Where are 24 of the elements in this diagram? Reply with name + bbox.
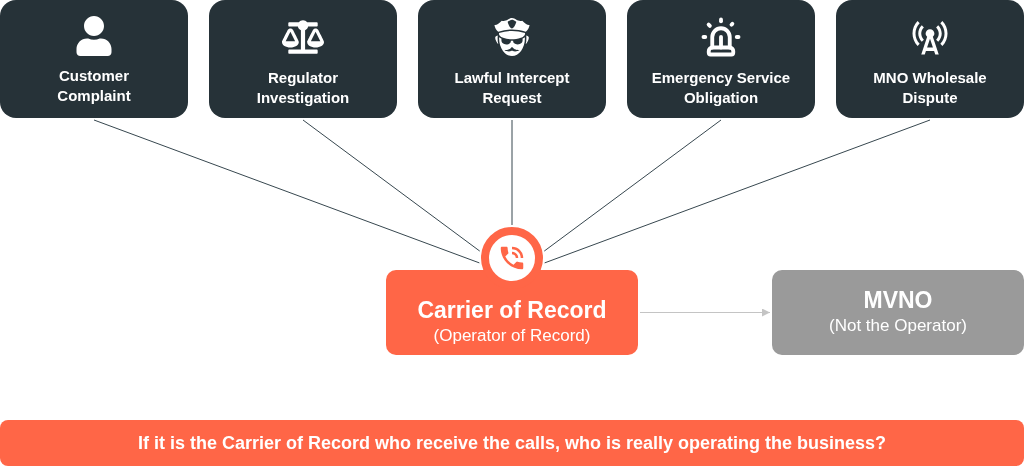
- category-box: [0, 0, 188, 118]
- box-title: MVNO: [863, 285, 933, 314]
- category-box: [836, 0, 1024, 118]
- category-box: [418, 0, 606, 118]
- category-label: Customer Complaint: [56, 66, 132, 106]
- mvno-box: [772, 270, 1024, 355]
- category-label: Lawful Intercept Request: [453, 68, 571, 108]
- question-text: If it is the Carrier of Record who receive the calls, who is really operating the business?: [137, 432, 887, 454]
- box-subtitle: (Operator of Record): [433, 325, 591, 347]
- category-label: Regulator Investigation: [255, 68, 351, 108]
- question-banner: [0, 420, 1024, 466]
- connector-line: [511, 119, 513, 226]
- category-box: [209, 0, 397, 118]
- connector-line: [93, 119, 480, 264]
- connector-line: [543, 119, 722, 252]
- category-box: [627, 0, 815, 118]
- category-label: MNO Wholesale Dispute: [872, 68, 988, 108]
- box-subtitle: (Not the Operator): [829, 314, 967, 337]
- carrier-box: [386, 270, 638, 355]
- connector-line: [544, 119, 931, 264]
- box-title: Carrier of Record: [417, 296, 607, 324]
- category-label: Emergency Service Obligation: [650, 68, 792, 108]
- arrow: [639, 308, 771, 317]
- connector-line: [302, 119, 481, 252]
